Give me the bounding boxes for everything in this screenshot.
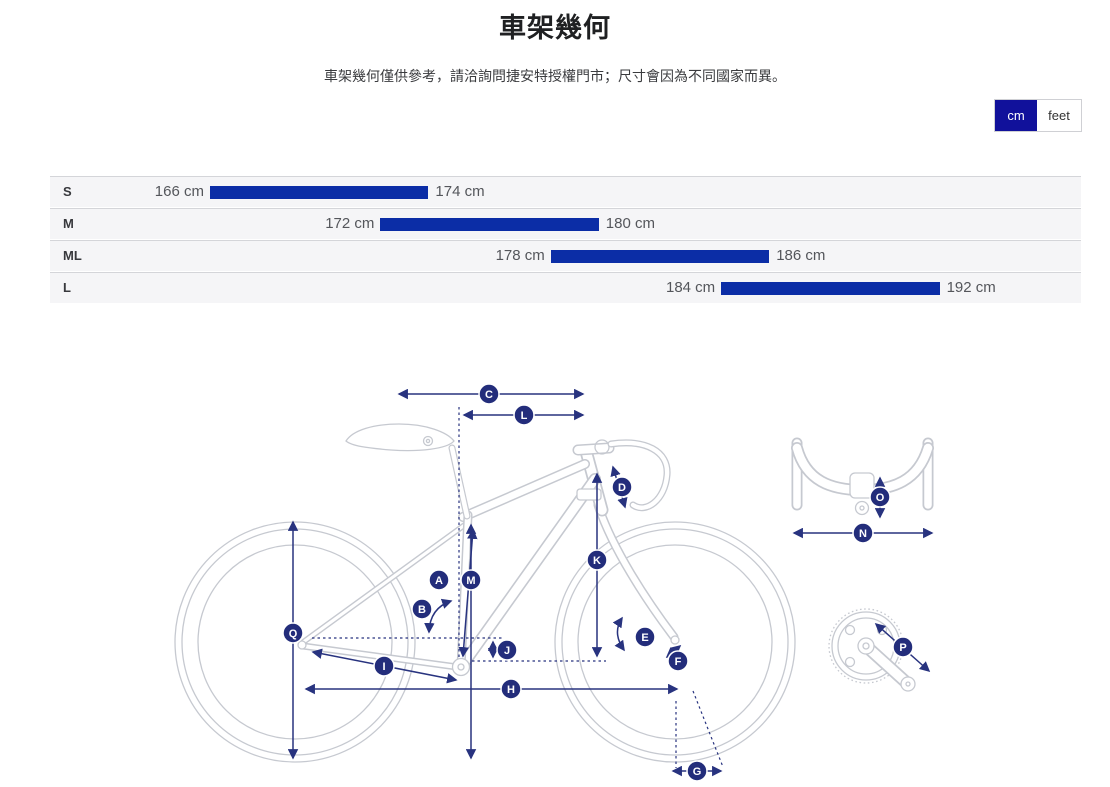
size-height-table: S 166 cm 174 cm M 172 cm 180 cm ML 178 c… — [50, 176, 1081, 304]
dim-label-g: G — [686, 760, 708, 782]
dim-label-c: C — [478, 383, 500, 405]
dim-arrow-e — [612, 616, 625, 652]
svg-text:I: I — [382, 661, 385, 673]
svg-text:F: F — [675, 656, 682, 668]
dim-label-p: P — [892, 636, 914, 658]
range-max-value: 180 cm — [605, 215, 655, 232]
svg-text:K: K — [593, 555, 601, 567]
unit-feet-button[interactable]: feet — [1037, 100, 1081, 131]
dim-label-f: F — [667, 650, 689, 672]
size-label: L — [63, 280, 71, 295]
range-min-value: 172 cm — [325, 215, 375, 232]
svg-text:C: C — [485, 389, 493, 401]
height-range-bar — [550, 250, 770, 263]
range-min-value: 178 cm — [495, 247, 545, 264]
dim-label-d: D — [611, 476, 633, 498]
range-max-value: 192 cm — [946, 279, 996, 296]
dim-arrow-a — [458, 528, 478, 658]
size-label: S — [63, 184, 72, 199]
dim-arrow-b — [424, 598, 453, 634]
dim-label-l: L — [513, 404, 535, 426]
range-min-value: 166 cm — [154, 183, 204, 200]
dim-label-e: E — [634, 626, 656, 648]
dim-label-i: I — [373, 655, 395, 677]
dim-label-b: B — [411, 598, 433, 620]
svg-text:H: H — [507, 684, 515, 696]
frame — [297, 444, 680, 677]
page-title: 車架幾何 — [499, 13, 611, 43]
seatpost-and-saddle — [345, 423, 471, 520]
svg-text:Q: Q — [289, 628, 298, 640]
size-row-m: M 172 cm 180 cm — [50, 208, 1081, 239]
svg-text:M: M — [466, 575, 475, 587]
range-max-value: 186 cm — [776, 247, 826, 264]
dim-label-j: J — [496, 639, 518, 661]
range-min-value: 184 cm — [665, 279, 716, 296]
range-max-value: 174 cm — [435, 183, 485, 200]
size-row-l: L 184 cm 192 cm — [50, 272, 1081, 303]
dim-label-k: K — [586, 549, 608, 571]
height-range-bar — [380, 218, 599, 231]
svg-text:N: N — [859, 528, 867, 540]
svg-text:E: E — [641, 632, 648, 644]
geometry-diagram: A B C D E F G H I J K L M N O P Q — [0, 360, 1110, 787]
size-label: ML — [63, 248, 82, 263]
size-label: M — [63, 216, 74, 231]
svg-text:B: B — [418, 604, 426, 616]
svg-text:A: A — [435, 575, 443, 587]
dim-label-n: N — [852, 522, 874, 544]
svg-text:O: O — [876, 492, 885, 504]
crankset-view — [828, 608, 931, 692]
svg-text:J: J — [504, 645, 510, 657]
height-range-bar — [721, 282, 940, 295]
unit-cm-button[interactable]: cm — [995, 100, 1037, 131]
bike-side-view — [174, 423, 796, 763]
dim-label-m: M — [460, 569, 482, 591]
dim-label-o: O — [869, 486, 891, 508]
unit-toggle: cm feet — [994, 99, 1082, 132]
page-subtitle: 車架幾何僅供參考，請洽詢問捷安特授權門市；尺寸會因為不同國家而異。 — [324, 68, 786, 84]
svg-text:D: D — [618, 482, 626, 494]
height-range-bar — [210, 186, 429, 199]
dim-label-a: A — [428, 569, 450, 591]
svg-text:L: L — [521, 410, 528, 422]
size-row-ml: ML 178 cm 186 cm — [50, 240, 1081, 271]
size-row-s: S 166 cm 174 cm — [50, 176, 1081, 207]
handlebar-front-view — [791, 437, 934, 539]
dim-label-q: Q — [282, 622, 304, 644]
dim-label-h: H — [500, 678, 522, 700]
svg-text:P: P — [899, 642, 906, 654]
svg-text:G: G — [693, 766, 702, 778]
front-wheel — [554, 521, 796, 763]
